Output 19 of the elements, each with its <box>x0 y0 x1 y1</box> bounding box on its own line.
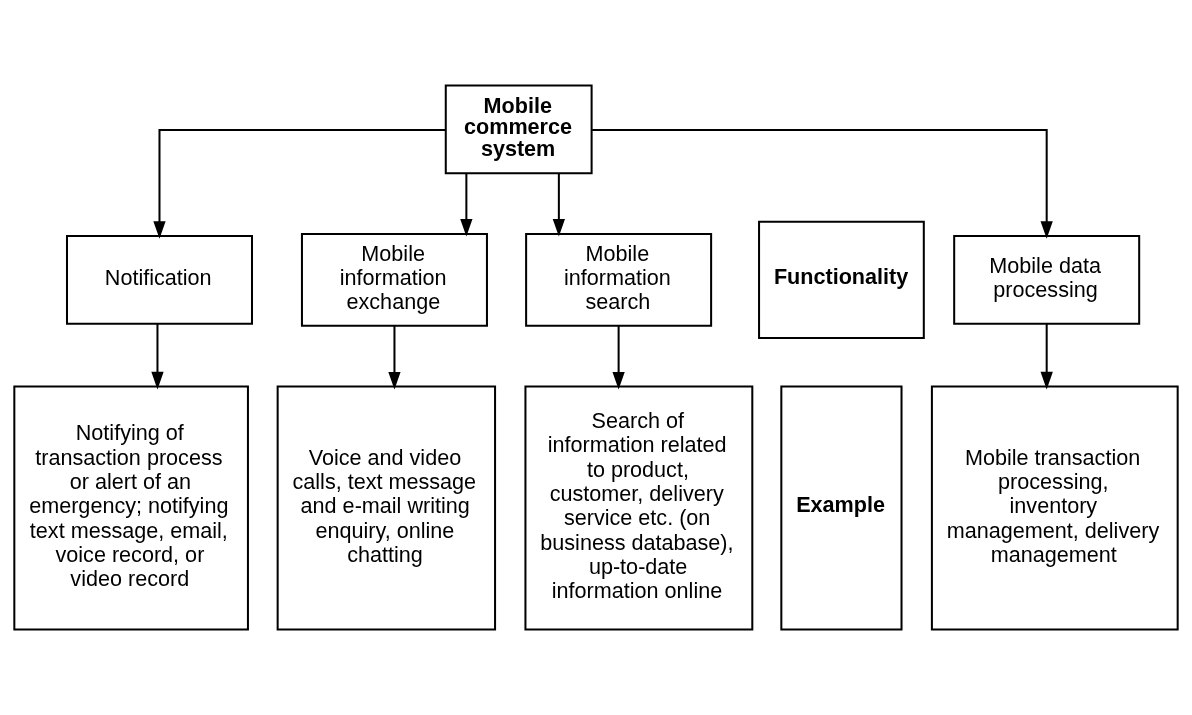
arrow <box>552 173 566 237</box>
arrow <box>592 128 1053 239</box>
arrow <box>1040 323 1053 390</box>
arrow <box>388 326 401 390</box>
node-box: Mobile commerce system <box>444 84 593 175</box>
node-box: Mobile information exchange <box>300 232 488 327</box>
arrow <box>460 173 473 237</box>
node-box: Search of information related to product, customer, delivery service etc. (on business database), up-to-date information online <box>524 385 754 631</box>
node-box: Notification <box>65 234 253 325</box>
node-box: Notifying of transaction process or alert of an emergency; notifying text message, email, voice record, or video record <box>13 385 249 631</box>
node-box: Mobile information search <box>525 232 713 327</box>
node-box: Mobile transaction processing, inventory management, delivery management <box>930 385 1179 631</box>
arrow <box>153 128 446 239</box>
node-box: Functionality <box>758 220 925 339</box>
arrow <box>151 323 164 390</box>
node-box: Voice and video calls, text message and e-mail writing enquiry, online chatting <box>276 385 497 631</box>
node-box: Mobile data processing <box>953 234 1141 325</box>
node-box: Example <box>780 385 903 631</box>
arrow <box>612 326 625 390</box>
